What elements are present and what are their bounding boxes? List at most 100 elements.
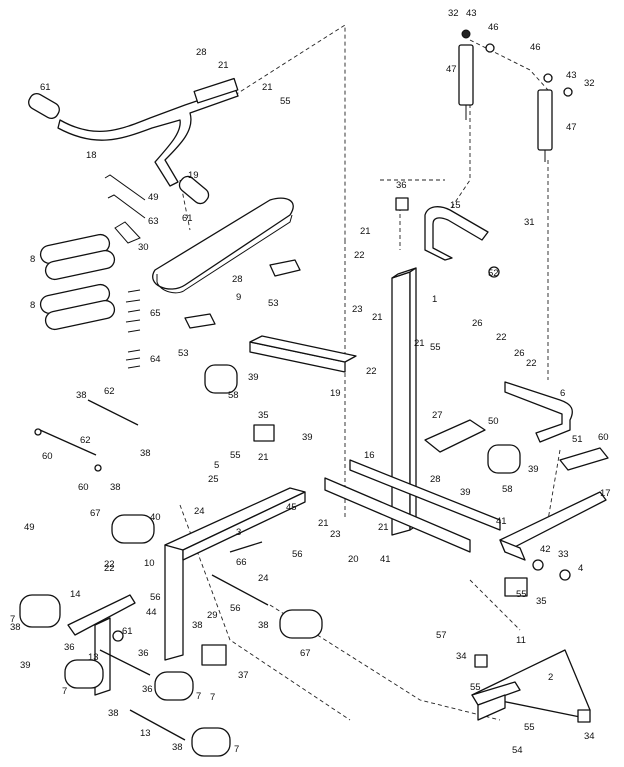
part-number-label: 49 [24,522,35,533]
part-number-label: 22 [354,250,365,261]
part-number-label: 21 [372,312,383,323]
part-number-label: 47 [446,64,457,75]
part-number-label: 55 [280,96,291,107]
part-number-label: 21 [318,518,329,529]
part-number-label: 58 [228,390,239,401]
part-number-label: 25 [208,474,219,485]
part-number-label: 54 [512,745,523,756]
front-frame-3 [164,487,306,661]
part-number-label: 55 [470,682,481,693]
part-number-label: 21 [414,338,425,349]
part-number-label: 64 [150,354,161,365]
pins-group [104,174,146,244]
washers-nuts [34,29,573,642]
part-number-label: 60 [598,432,609,443]
clip-30 [114,221,141,244]
part-number-label: 22 [526,358,537,369]
part-number-label: 22 [104,559,115,570]
part-number-label: 9 [236,292,241,303]
part-number-label: 5 [214,460,219,471]
part-number-label: 7 [234,744,239,755]
part-number-label: 38 [172,742,183,753]
part-number-label: 16 [364,450,375,461]
part-number-label: 61 [122,626,133,637]
part-number-label: 63 [148,216,159,227]
part-number-label: 51 [572,434,583,445]
part-number-label: 21 [258,452,269,463]
part-number-label: 41 [380,554,391,565]
part-number-label: 62 [104,386,115,397]
part-number-label: 35 [536,596,547,607]
part-number-label: 67 [300,648,311,659]
part-number-label: 52 [488,268,499,279]
part-number-label: 56 [150,592,161,603]
hand-grip-right [178,175,210,205]
part-number-label: 62 [80,435,91,446]
part-number-label: 35 [258,410,269,421]
part-number-label: 24 [258,573,269,584]
part-number-label: 38 [192,620,203,631]
part-number-label: 65 [150,308,161,319]
part-number-label: 26 [514,348,525,359]
part-number-label: 39 [302,432,313,443]
base-17 [499,491,607,561]
part-number-label: 50 [488,416,499,427]
part-number-label: 14 [70,589,81,600]
part-number-label: 23 [330,529,341,540]
part-number-label: 7 [10,614,15,625]
part-number-label: 38 [76,390,87,401]
part-number-label: 55 [230,450,241,461]
part-number-label: 66 [236,557,247,568]
part-number-label: 38 [110,482,121,493]
part-number-label: 30 [138,242,149,253]
part-number-label: 8 [30,300,35,311]
hydraulic-cylinders [458,44,553,162]
part-number-label: 56 [230,603,241,614]
part-number-label: 6 [560,388,565,399]
part-number-label: 10 [144,558,155,569]
arm-6 [504,381,573,443]
part-number-label: 21 [360,226,371,237]
main-upright [391,267,417,536]
part-number-label: 38 [108,708,119,719]
part-number-label: 28 [196,47,207,58]
part-number-label: 47 [566,122,577,133]
lower-rails [324,459,501,553]
part-number-label: 2 [548,672,553,683]
part-number-label: 61 [182,213,193,224]
part-number-label: 37 [238,670,249,681]
part-number-label: 22 [366,366,377,377]
part-number-label: 32 [448,8,459,19]
rods [39,399,269,741]
part-number-label: 7 [62,686,67,697]
part-number-label: 26 [472,318,483,329]
part-number-label: 61 [40,82,51,93]
part-number-label: 27 [432,410,443,421]
part-number-label: 38 [140,448,151,459]
part-number-label: 46 [488,22,499,33]
hand-grip-left [28,92,60,120]
part-number-label: 55 [430,342,441,353]
part-number-label: 53 [268,298,279,309]
handlebar-bracket [193,77,239,104]
part-number-label: 39 [528,464,539,475]
part-number-label: 36 [396,180,407,191]
part-number-label: 3 [236,527,241,538]
part-number-label: 55 [516,589,527,600]
handlebar-assembly [28,77,239,205]
part-number-label: 34 [456,651,467,662]
part-number-label: 21 [218,60,229,71]
part-number-label: 36 [138,648,149,659]
part-number-label: 19 [330,388,341,399]
part-number-label: 60 [42,451,53,462]
part-number-label: 38 [10,622,21,633]
part-number-label: 4 [578,563,583,574]
part-number-label: 24 [194,506,205,517]
part-number-label: 39 [460,487,471,498]
seat-brackets [184,259,301,329]
part-number-label: 45 [286,502,297,513]
part-number-label: 23 [352,304,363,315]
part-number-label: 21 [262,82,273,93]
part-number-label: 58 [502,484,513,495]
